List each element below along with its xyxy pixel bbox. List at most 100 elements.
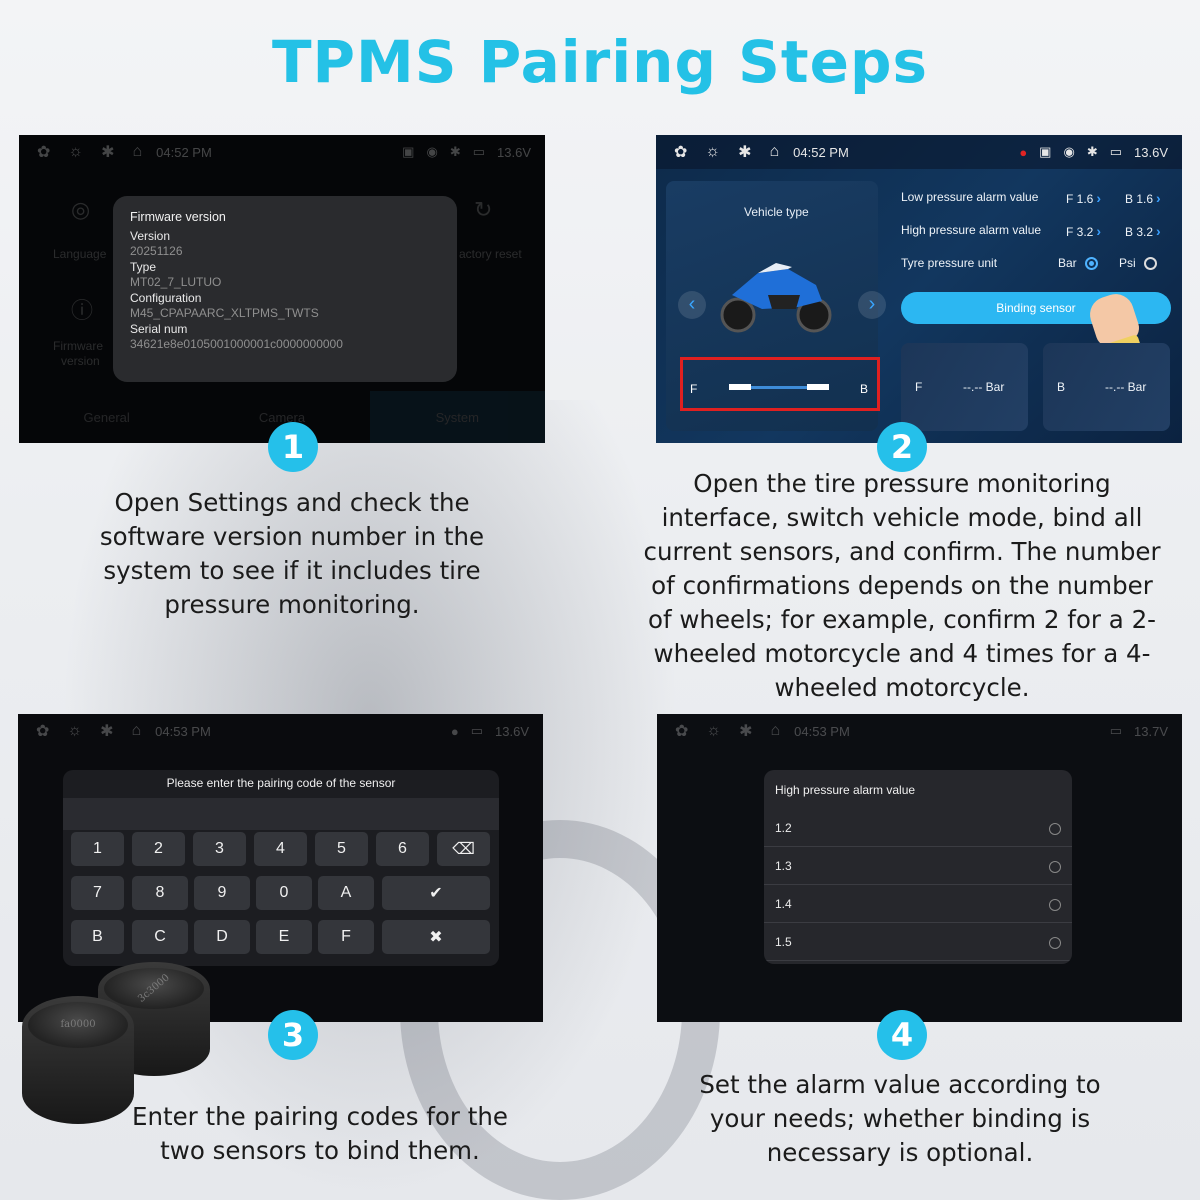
language-label: Language xyxy=(53,247,107,261)
prev-vehicle-button[interactable]: ‹ xyxy=(678,291,706,319)
front-label: F xyxy=(690,382,698,396)
next-vehicle-button[interactable]: › xyxy=(858,291,886,319)
motorcycle-image xyxy=(720,263,832,333)
status-voltage: 13.7V xyxy=(1134,723,1168,739)
globe-icon: ◎ xyxy=(71,197,91,222)
key-6[interactable]: 6 xyxy=(376,832,429,866)
high-pressure-label: High pressure alarm value xyxy=(901,223,1042,237)
list-item[interactable]: 1.4 xyxy=(764,886,1072,923)
option-value: 1.5 xyxy=(775,935,792,949)
pressure-unit-label: Tyre pressure unit xyxy=(901,256,998,270)
key-c[interactable]: C xyxy=(132,920,188,954)
list-item[interactable]: 1.2 xyxy=(764,810,1072,847)
key-9[interactable]: 9 xyxy=(194,876,250,910)
settings-grid: Language actory reset Firmware version ◎… xyxy=(19,169,545,443)
battery-icon: ▭ xyxy=(472,144,486,159)
field-key: Serial num xyxy=(130,321,188,336)
step3-screenshot: ✿ ☼ ✱ ⌂ 04:53 PM ● ▭ 13.6V Please enter … xyxy=(18,714,543,1022)
tile-label: F xyxy=(915,380,923,394)
status-time: 04:52 PM xyxy=(156,144,212,160)
key-b[interactable]: B xyxy=(71,920,124,954)
bluetooth-icon: ✱ xyxy=(449,144,461,159)
step1-caption: Open Settings and check the software ver… xyxy=(99,488,485,619)
save-icon: ▣ xyxy=(1039,144,1052,159)
keypad-title: Please enter the pairing code of the sen… xyxy=(166,776,396,790)
back-wheel-marker xyxy=(807,384,829,390)
key-f[interactable]: F xyxy=(318,920,374,954)
firmware-label-2: version xyxy=(61,354,100,368)
unit-psi-option[interactable]: Psi xyxy=(1119,256,1157,271)
step-badge-4: 4 xyxy=(877,1010,927,1060)
wheel-config-selector[interactable]: F B xyxy=(680,357,880,411)
status-bar: ✿ ☼ ✱ ⌂ 04:53 PM ● ▭ 13.6V xyxy=(18,714,543,748)
settings-tabs: General Camera System xyxy=(19,391,545,443)
brightness-icon: ☼ xyxy=(705,143,721,160)
signal-icon: ◉ xyxy=(1063,144,1075,159)
high-back-value[interactable]: B 3.2› xyxy=(1125,223,1161,239)
key-5[interactable]: 5 xyxy=(315,832,368,866)
clear-icon[interactable]: ✖ xyxy=(382,920,490,954)
low-front-value[interactable]: F 1.6› xyxy=(1066,190,1102,206)
tab-general[interactable]: General xyxy=(83,409,130,425)
home-icon: ⌂ xyxy=(769,143,780,160)
battery-icon: ▭ xyxy=(1109,723,1123,738)
status-bar: ✿ ☼ ✱ ⌂ 04:52 PM ● ▣ ◉ ✱ ▭ 13.6V xyxy=(656,135,1182,169)
chevron-right-icon: › xyxy=(1096,223,1102,239)
confirm-icon[interactable]: ✔ xyxy=(382,876,490,910)
reset-icon: ↻ xyxy=(474,197,493,222)
firmware-label: Firmware xyxy=(53,339,103,353)
low-back-value[interactable]: B 1.6› xyxy=(1125,190,1161,206)
key-0[interactable]: 0 xyxy=(256,876,312,910)
back-label: B xyxy=(859,382,868,396)
radio-empty-icon xyxy=(1049,861,1061,873)
chevron-right-icon: › xyxy=(1156,223,1161,239)
record-icon: ● xyxy=(1019,144,1028,160)
tab-camera[interactable]: Camera xyxy=(258,409,306,425)
status-bar: ✿ ☼ ✱ ⌂ 04:53 PM ▭ 13.7V xyxy=(657,714,1182,748)
high-pressure-row: High pressure alarm value F 3.2› B 3.2› xyxy=(901,223,1171,239)
step4-caption: Set the alarm value according to your ne… xyxy=(699,1070,1101,1167)
battery-icon: ▭ xyxy=(1109,144,1123,159)
pressure-unit-row: Tyre pressure unit Bar Psi xyxy=(901,256,1171,271)
home-icon: ⌂ xyxy=(132,143,143,160)
step2-screenshot: ✿ ☼ ✱ ⌂ 04:52 PM ● ▣ ◉ ✱ ▭ 13.6V Vehicle… xyxy=(656,135,1182,443)
settings-icon: ✿ xyxy=(36,723,50,740)
pairing-code-input[interactable] xyxy=(63,798,499,830)
bluetooth-icon: ✱ xyxy=(100,723,114,740)
radio-empty-icon xyxy=(1049,937,1061,949)
unit-bar-option[interactable]: Bar xyxy=(1058,256,1098,271)
status-bar: ✿ ☼ ✱ ⌂ 04:52 PM ▣ ◉ ✱ ▭ 13.6V xyxy=(19,135,545,169)
tpms-sensor-1: fa0000 xyxy=(22,996,134,1124)
option-value: 1.2 xyxy=(775,821,792,835)
key-8[interactable]: 8 xyxy=(132,876,188,910)
field-value: M45_CPAPAARC_XLTPMS_TWTS xyxy=(130,306,319,320)
settings-icon: ✿ xyxy=(37,144,51,161)
status-voltage: 13.6V xyxy=(495,723,529,739)
save-icon: ▣ xyxy=(402,144,415,159)
key-1[interactable]: 1 xyxy=(71,832,124,866)
sensor-cap xyxy=(28,1002,128,1049)
key-e[interactable]: E xyxy=(256,920,312,954)
backspace-icon[interactable]: ⌫ xyxy=(437,832,490,866)
bluetooth-icon: ✱ xyxy=(1086,144,1098,159)
key-7[interactable]: 7 xyxy=(71,876,124,910)
key-4[interactable]: 4 xyxy=(254,832,307,866)
field-value: MT02_7_LUTUO xyxy=(130,275,222,289)
high-front-value[interactable]: F 3.2› xyxy=(1066,223,1102,239)
home-icon: ⌂ xyxy=(131,722,142,739)
bluetooth-icon: ✱ xyxy=(738,144,752,161)
step-badge-2: 2 xyxy=(877,422,927,472)
info-icon: ⓘ xyxy=(71,298,94,323)
key-d[interactable]: D xyxy=(194,920,250,954)
radio-empty-icon xyxy=(1049,823,1061,835)
step-badge-3: 3 xyxy=(268,1010,318,1060)
alarm-dialog-title: High pressure alarm value xyxy=(775,783,916,797)
list-item[interactable]: 1.5 xyxy=(764,924,1072,961)
key-a[interactable]: A xyxy=(318,876,374,910)
key-3[interactable]: 3 xyxy=(193,832,246,866)
chevron-right-icon: › xyxy=(1156,190,1161,206)
brightness-icon: ☼ xyxy=(706,722,722,739)
key-2[interactable]: 2 xyxy=(132,832,185,866)
tab-system[interactable]: System xyxy=(369,391,545,443)
list-item[interactable]: 1.3 xyxy=(764,848,1072,885)
